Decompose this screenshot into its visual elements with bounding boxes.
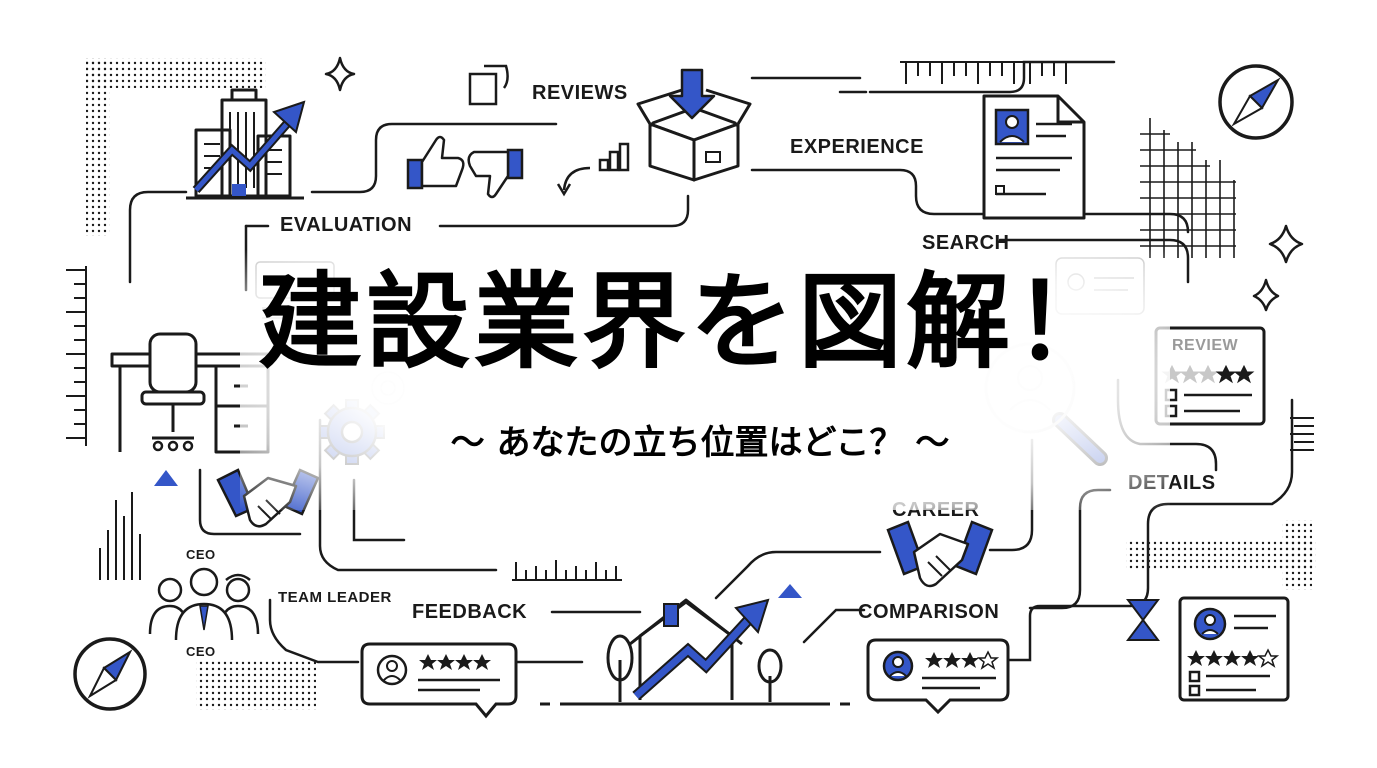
- hourglass-icon: [1126, 599, 1160, 641]
- label-evaluation: EVALUATION: [280, 214, 413, 236]
- team-people-icon: [148, 567, 260, 641]
- building-growth-icon: [186, 88, 306, 200]
- comparison-card-icon: [866, 638, 1010, 715]
- label-ceo-top: CEO: [186, 547, 216, 562]
- page-title: 建設業界を図解！: [257, 261, 1122, 383]
- sparkle-icon: [324, 56, 1304, 312]
- triangle-marker: [778, 584, 802, 598]
- ruler-top: [900, 61, 1114, 84]
- grid-pattern: [1140, 118, 1236, 258]
- box-download-icon: [636, 68, 752, 182]
- thumbs-down-icon: [467, 148, 524, 199]
- connector-lines: [128, 60, 1294, 664]
- label-comparison: COMPARISON: [858, 601, 1000, 623]
- ruler-right: [1290, 417, 1314, 451]
- label-reviews: REVIEWS: [532, 82, 628, 104]
- chair-wheels: [152, 440, 194, 452]
- ruler-left: [66, 266, 87, 446]
- house-growth-icon: [606, 598, 783, 702]
- mini-bar-chart-icon: [556, 142, 630, 197]
- label-feedback: FEEDBACK: [412, 601, 528, 623]
- label-review: REVIEW: [1172, 337, 1239, 354]
- compass-icon: [1218, 64, 1294, 140]
- resume-document-icon: [982, 94, 1086, 220]
- label-ceo-bottom: CEO: [186, 644, 216, 659]
- title-backdrop: [240, 250, 1170, 510]
- thumbs-up-icon: [406, 135, 465, 190]
- dot-texture: [86, 58, 1316, 710]
- document-stack-icon: [468, 64, 509, 106]
- page-subtitle: 〜 あなたの立ち位置はどこ？ 〜: [450, 423, 950, 463]
- profile-review-card-icon: [1178, 596, 1290, 702]
- handshake-icon: [886, 520, 994, 588]
- bar-lines: [99, 492, 141, 580]
- label-team-leader: TEAM LEADER: [278, 589, 392, 606]
- review-card-icon: [1154, 326, 1266, 426]
- compass-icon: [73, 637, 147, 711]
- label-search: SEARCH: [922, 232, 1010, 254]
- triangle-marker: [154, 470, 178, 486]
- ruler-bottom: [512, 560, 622, 581]
- label-experience: EXPERIENCE: [790, 136, 924, 158]
- feedback-card-icon: [360, 642, 518, 719]
